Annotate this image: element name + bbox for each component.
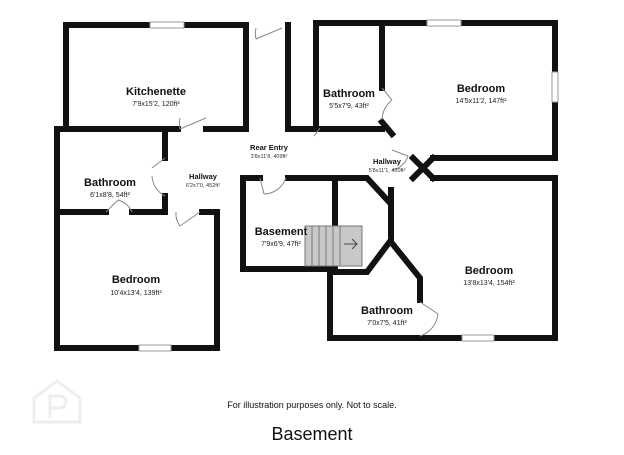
room-size: 3'8x11'8, 409ft² bbox=[251, 154, 288, 160]
floor-title: Basement bbox=[271, 424, 353, 444]
room-rear-entry: Rear Entry 3'8x11'8, 409ft² bbox=[250, 143, 289, 160]
room-size: 14'5x11'2, 147ft² bbox=[456, 98, 507, 105]
room-size: 7'0x7'5, 41ft² bbox=[367, 320, 407, 327]
room-kitchenette: Kitchenette 7'9x15'2, 120ft² bbox=[126, 86, 186, 108]
room-size: 6'2x7'0, 452ft² bbox=[186, 183, 220, 189]
room-name: Bathroom bbox=[323, 88, 375, 100]
room-name: Bedroom bbox=[465, 265, 514, 277]
room-name: Basement bbox=[255, 226, 308, 238]
room-name: Kitchenette bbox=[126, 86, 186, 98]
room-name: Hallway bbox=[373, 157, 402, 166]
room-name: Bedroom bbox=[112, 274, 161, 286]
doors bbox=[105, 27, 439, 337]
room-size: 6'1x8'8, 54ft² bbox=[90, 192, 130, 199]
disclaimer-text: For illustration purposes only. Not to s… bbox=[227, 400, 397, 410]
room-bedroom-top-right: Bedroom 14'5x11'2, 147ft² bbox=[456, 83, 507, 105]
room-size: 10'4x13'4, 139ft² bbox=[110, 290, 162, 297]
room-name: Bathroom bbox=[84, 177, 136, 189]
room-name: Bathroom bbox=[361, 305, 413, 317]
room-name: Hallway bbox=[189, 172, 218, 181]
walls bbox=[54, 20, 558, 351]
room-name: Rear Entry bbox=[250, 143, 289, 152]
room-bathroom-bottom: Bathroom 7'0x7'5, 41ft² bbox=[361, 305, 413, 327]
room-hallway-left: Hallway 6'2x7'0, 452ft² bbox=[186, 172, 220, 189]
room-name: Bedroom bbox=[457, 83, 506, 95]
property-pal-watermark-icon bbox=[32, 379, 82, 424]
windows bbox=[138, 19, 559, 352]
room-hallway-right: Hallway 5'8x11'1, 420ft² bbox=[369, 157, 406, 174]
room-size: 5'8x11'1, 420ft² bbox=[369, 168, 406, 174]
room-bedroom-left: Bedroom 10'4x13'4, 139ft² bbox=[110, 274, 162, 297]
room-size: 7'9x6'9, 47ft² bbox=[261, 241, 301, 248]
room-bathroom-left: Bathroom 6'1x8'8, 54ft² bbox=[84, 177, 136, 199]
room-bedroom-right: Bedroom 13'8x13'4, 154ft² bbox=[463, 265, 515, 287]
room-bathroom-top: Bathroom 5'5x7'9, 43ft² bbox=[323, 88, 375, 110]
stairs bbox=[304, 225, 363, 267]
room-size: 5'5x7'9, 43ft² bbox=[329, 103, 369, 110]
room-size: 13'8x13'4, 154ft² bbox=[463, 280, 515, 287]
room-basement: Basement 7'9x6'9, 47ft² bbox=[255, 226, 308, 248]
room-size: 7'9x15'2, 120ft² bbox=[132, 101, 180, 108]
stair-direction-arrow-icon bbox=[344, 238, 358, 250]
